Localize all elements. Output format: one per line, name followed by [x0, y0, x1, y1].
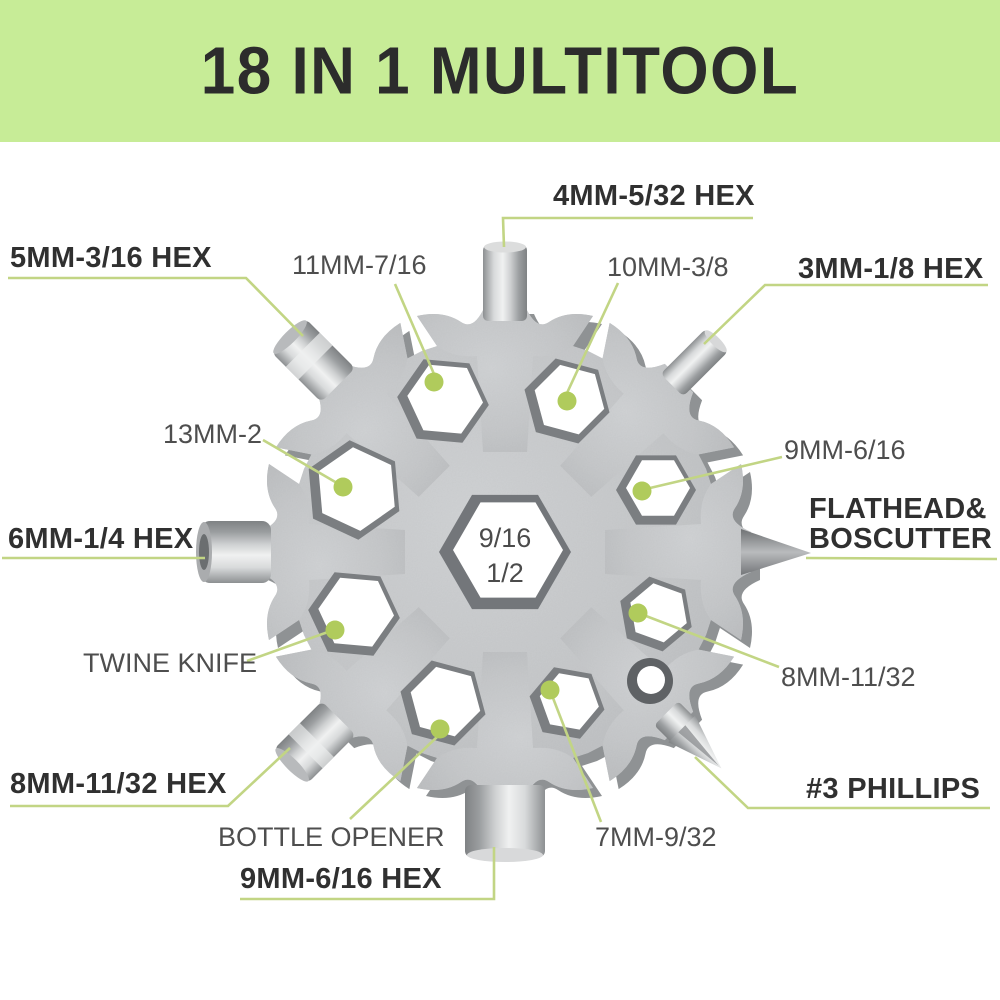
bit-8mm-hex: [275, 703, 354, 782]
label-11mm-socket: 11MM-7/16: [292, 250, 427, 280]
label-8mm-socket: 8MM-11/32: [781, 662, 916, 692]
page-title: 18 IN 1 MULTITOOL: [200, 34, 800, 108]
label-4mm-hex: 4MM-5/32 HEX: [553, 180, 755, 212]
label-13mm-socket: 13MM-2: [163, 419, 263, 449]
leader-8mm-r: [645, 614, 780, 669]
label-twine-knife: TWINE KNIFE: [83, 648, 257, 678]
lanyard-hole: [627, 658, 673, 704]
label-3mm-hex: 3MM-1/8 HEX: [798, 253, 984, 285]
leader-10mm: [565, 282, 620, 394]
leader-11mm: [393, 283, 436, 375]
leader-dot-twine: [325, 620, 345, 640]
bit-6mm-hex-socket: [196, 521, 271, 583]
leader-8mm-hex: [10, 747, 291, 808]
label-6mm-hex: 6MM-1/4 HEX: [8, 523, 194, 555]
leader-dot-9mm-r: [632, 481, 652, 501]
label-phillips: #3 PHILLIPS: [806, 773, 981, 805]
leader-phillips: [694, 756, 990, 810]
title-banner: 18 IN 1 MULTITOOL: [0, 0, 1000, 142]
label-flathead-line2: BOSCUTTER: [809, 523, 993, 555]
bit-3mm-hex: [662, 330, 727, 395]
leader-dot-13mm: [333, 477, 353, 497]
leader-dot-10mm: [557, 391, 577, 411]
center-hex-size-2: 1/2: [486, 558, 524, 588]
label-7mm-socket: 7MM-9/32: [595, 822, 717, 852]
leader-dots: [325, 372, 652, 739]
leader-5mm: [8, 276, 304, 337]
leader-9mm-hex: [240, 847, 496, 901]
label-flathead-boscutter: FLATHEAD& BOSCUTTER: [809, 494, 992, 554]
bit-flathead: [741, 529, 811, 575]
leader-4mm: [501, 216, 753, 248]
leader-dot-8mm-r: [628, 603, 648, 623]
label-9mm-hex: 9MM-6/16 HEX: [240, 863, 442, 895]
bit-5mm-hex: [273, 320, 353, 400]
bit-9mm-hex: [465, 785, 545, 862]
leader-twine: [246, 630, 329, 663]
leader-flathead: [805, 556, 998, 561]
label-5mm-hex: 5MM-3/16 HEX: [10, 242, 212, 274]
leader-dot-7mm: [540, 680, 560, 700]
leader-lines: [2, 216, 998, 901]
center-hex-markings: 9/16 1/2: [479, 521, 532, 591]
leader-13mm: [262, 438, 338, 485]
leader-dot-bottle: [430, 719, 450, 739]
center-hex-size-1: 9/16: [478, 523, 532, 553]
label-8mm-hex: 8MM-11/32 HEX: [10, 768, 227, 800]
leader-dot-11mm: [424, 372, 444, 392]
label-bottle-opener: BOTTLE OPENER: [218, 822, 445, 852]
bit-4mm-hex: [483, 241, 527, 321]
leader-bottle: [349, 736, 438, 820]
label-flathead-line1: FLATHEAD&: [809, 493, 987, 525]
leader-7mm: [551, 697, 603, 823]
bit-phillips: [655, 702, 722, 769]
leader-9mm-r: [649, 455, 783, 490]
label-10mm-socket: 10MM-3/8: [607, 252, 729, 282]
label-9mm-socket: 9MM-6/16: [784, 435, 906, 465]
leader-3mm: [703, 283, 988, 345]
